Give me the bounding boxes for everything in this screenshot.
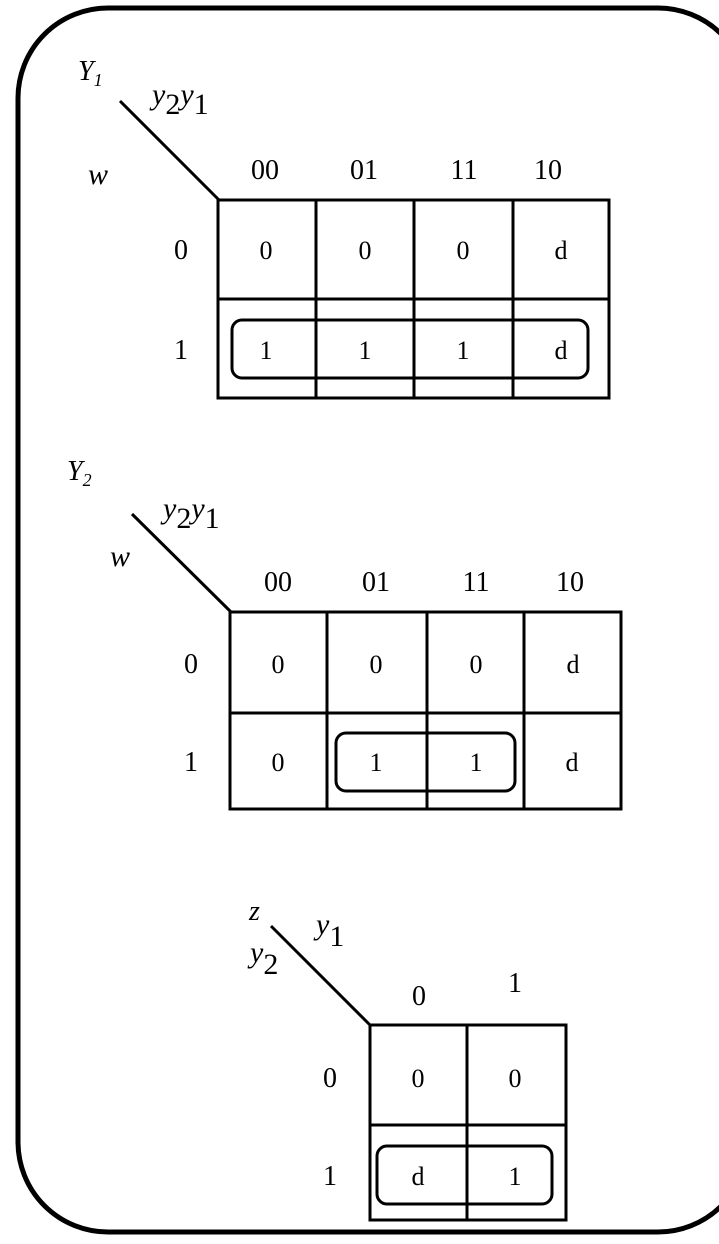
kmap-y2-cell: d <box>567 650 580 679</box>
kmap-y1-row-variable: w <box>88 158 108 191</box>
kmap-y1-cell: 0 <box>359 236 372 265</box>
kmap-y2-cell: 0 <box>370 650 383 679</box>
kmap-z-row-label: 0 <box>323 1063 337 1094</box>
kmap-y2-col-variable: y2y1 <box>160 492 220 535</box>
kmap-y2-output-label: Y2 <box>67 456 92 490</box>
kmap-y2-grouping-loop <box>334 731 517 793</box>
outer-frame <box>15 5 719 1235</box>
kmap-y2-cell: 1 <box>470 748 483 777</box>
kmap-y1-cell: 1 <box>359 336 372 365</box>
kmap-y1-cell: 1 <box>457 336 470 365</box>
kmap-y1-row-label: 0 <box>174 235 188 266</box>
kmap-z-cell: 0 <box>509 1064 522 1093</box>
kmap-z-output-label: z <box>248 896 260 927</box>
kmap-y1-cell: d <box>555 336 568 365</box>
kmap-z-col-label: 1 <box>508 968 522 999</box>
kmap-y1-col-label: 10 <box>534 155 562 186</box>
kmap-z-col-variable: y1 <box>313 908 344 953</box>
kmap-y1-row-label: 1 <box>174 335 188 366</box>
kmap-y2-diagonal <box>130 512 233 614</box>
kmap-y2-cell: 0 <box>272 748 285 777</box>
kmap-y1-grouping-loop <box>230 318 590 380</box>
kmap-y2-row-variable: w <box>110 540 130 573</box>
kmap-z-cell: d <box>412 1162 425 1191</box>
kmap-z-diagonal <box>269 924 372 1027</box>
kmap-z-row-variable: y2 <box>247 936 278 981</box>
kmap-y1-col-label: 00 <box>251 155 279 186</box>
kmap-y1-col-label: 01 <box>350 155 378 186</box>
kmap-z-row-label: 1 <box>323 1161 337 1192</box>
kmap-y2: Y2 y2y1 w 00 01 11 10 0 1 0 0 0 d 0 1 1 … <box>67 456 623 811</box>
kmap-z: z y1 y2 0 1 0 1 0 0 d 1 <box>247 896 568 1222</box>
kmap-y1-diagonal <box>118 99 221 202</box>
kmap-z-grouping-loop <box>375 1144 554 1206</box>
kmap-y1-output-label: Y1 <box>78 56 103 90</box>
kmap-y1-cell: 0 <box>457 236 470 265</box>
kmap-y2-col-label: 10 <box>556 567 584 598</box>
kmap-y2-col-label: 00 <box>264 567 292 598</box>
kmap-y2-cell: 0 <box>470 650 483 679</box>
kmap-y2-col-label: 01 <box>362 567 390 598</box>
kmap-y2-cell: 1 <box>370 748 383 777</box>
kmap-y1-cell: d <box>555 236 568 265</box>
kmap-y1-col-variable: y2y1 <box>149 78 209 121</box>
kmap-z-col-label: 0 <box>412 981 426 1012</box>
kmap-y2-cell: 0 <box>272 650 285 679</box>
kmap-y1-col-label: 11 <box>451 155 478 186</box>
kmap-y2-row-label: 0 <box>184 649 198 680</box>
kmap-y2-row-label: 1 <box>184 747 198 778</box>
kmap-y1-cell: 1 <box>260 336 273 365</box>
kmap-y2-col-label: 11 <box>463 567 490 598</box>
kmap-y1: Y1 y2y1 w 00 01 11 10 0 1 0 0 0 d 1 1 1 … <box>78 56 611 400</box>
kmap-z-cell: 1 <box>509 1162 522 1191</box>
kmap-z-cell: 0 <box>412 1064 425 1093</box>
kmap-y2-cell: d <box>566 748 579 777</box>
kmap-y1-cell: 0 <box>260 236 273 265</box>
